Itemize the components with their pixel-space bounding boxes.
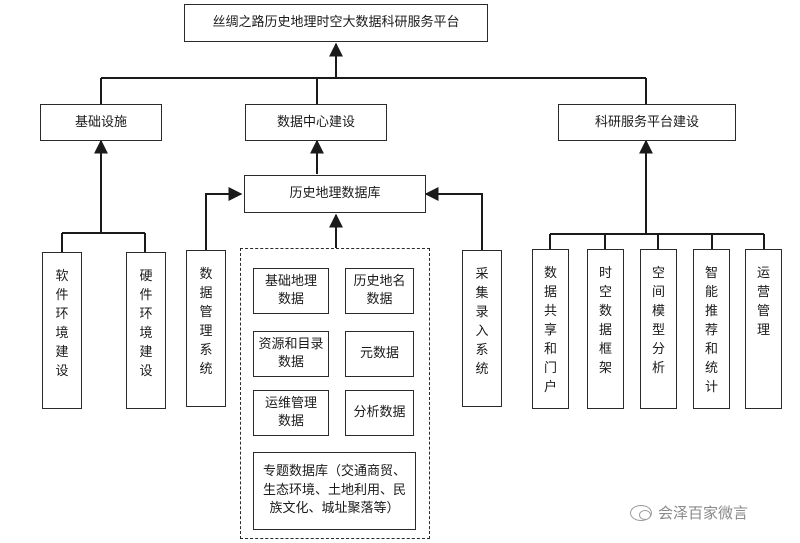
recommend-stats-label: 智能推荐和统计 [704,266,718,395]
connector-data-management-arrow [205,187,243,250]
analysis-box: 分析数据 [345,390,414,436]
data-management-box: 数据管理系统 [186,250,226,407]
database-contents-group [240,248,430,539]
sharing-portal-label: 数据共享和门户 [543,266,557,395]
watermark: 会泽百家微言 [630,502,748,523]
data-center-box: 数据中心建设 [245,104,387,141]
history-geo-database-box: 历史地理数据库 [244,175,426,213]
software-env-box: 软件环境建设 [42,252,82,409]
hardware-env-label: 硬件环境建设 [139,269,153,379]
history-geo-database-label: 历史地理数据库 [289,186,381,202]
resources-catalog-box: 资源和目录数据 [253,331,329,377]
watermark-text: 会泽百家微言 [658,504,749,522]
ops-management-label: 运维管理数据 [264,396,317,429]
ops-management-box: 运维管理数据 [253,390,329,436]
historical-place-names-label: 历史地名数据 [353,274,406,307]
platform-title-box: 丝绸之路历史地理时空大数据科研服务平台 [184,4,488,42]
operations-label: 运营管理 [756,266,770,338]
historical-place-names-box: 历史地名数据 [345,268,414,314]
research-platform-box: 科研服务平台建设 [558,104,736,141]
data-collection-box: 采集录入系统 [462,250,502,407]
basic-geo-box: 基础地理数据 [253,268,329,314]
basic-geo-label: 基础地理数据 [264,274,317,307]
spatiotemporal-framework-box: 时空数据框架 [587,249,624,409]
platform-title: 丝绸之路历史地理时空大数据科研服务平台 [212,15,460,31]
hardware-env-box: 硬件环境建设 [126,252,166,409]
infrastructure-label: 基础设施 [74,114,127,130]
sharing-portal-box: 数据共享和门户 [532,249,569,409]
thematic-database-label: 专题数据库（交通商贸、生态环境、土地利用、民族文化、城址聚落等） [262,463,406,517]
analysis-label: 分析数据 [353,405,406,421]
software-env-label: 软件环境建设 [55,269,69,379]
spatiotemporal-framework-label: 时空数据框架 [598,266,612,376]
operations-box: 运营管理 [745,249,782,409]
recommend-stats-box: 智能推荐和统计 [693,249,730,409]
resources-catalog-label: 资源和目录数据 [258,337,324,370]
data-management-label: 数据管理系统 [199,267,213,377]
data-collection-label: 采集录入系统 [475,267,489,377]
metadata-label: 元数据 [359,346,399,362]
data-center-label: 数据中心建设 [276,114,355,130]
spatial-analysis-box: 空间模型分析 [640,249,677,409]
research-platform-label: 科研服务平台建设 [594,114,699,130]
spatial-analysis-label: 空间模型分析 [651,266,665,376]
metadata-box: 元数据 [345,331,414,377]
thematic-database-box: 专题数据库（交通商贸、生态环境、土地利用、民族文化、城址聚落等） [253,452,416,530]
infrastructure-box: 基础设施 [40,104,162,141]
connector-data-collection-arrow [424,187,483,250]
wechat-icon [630,504,652,521]
